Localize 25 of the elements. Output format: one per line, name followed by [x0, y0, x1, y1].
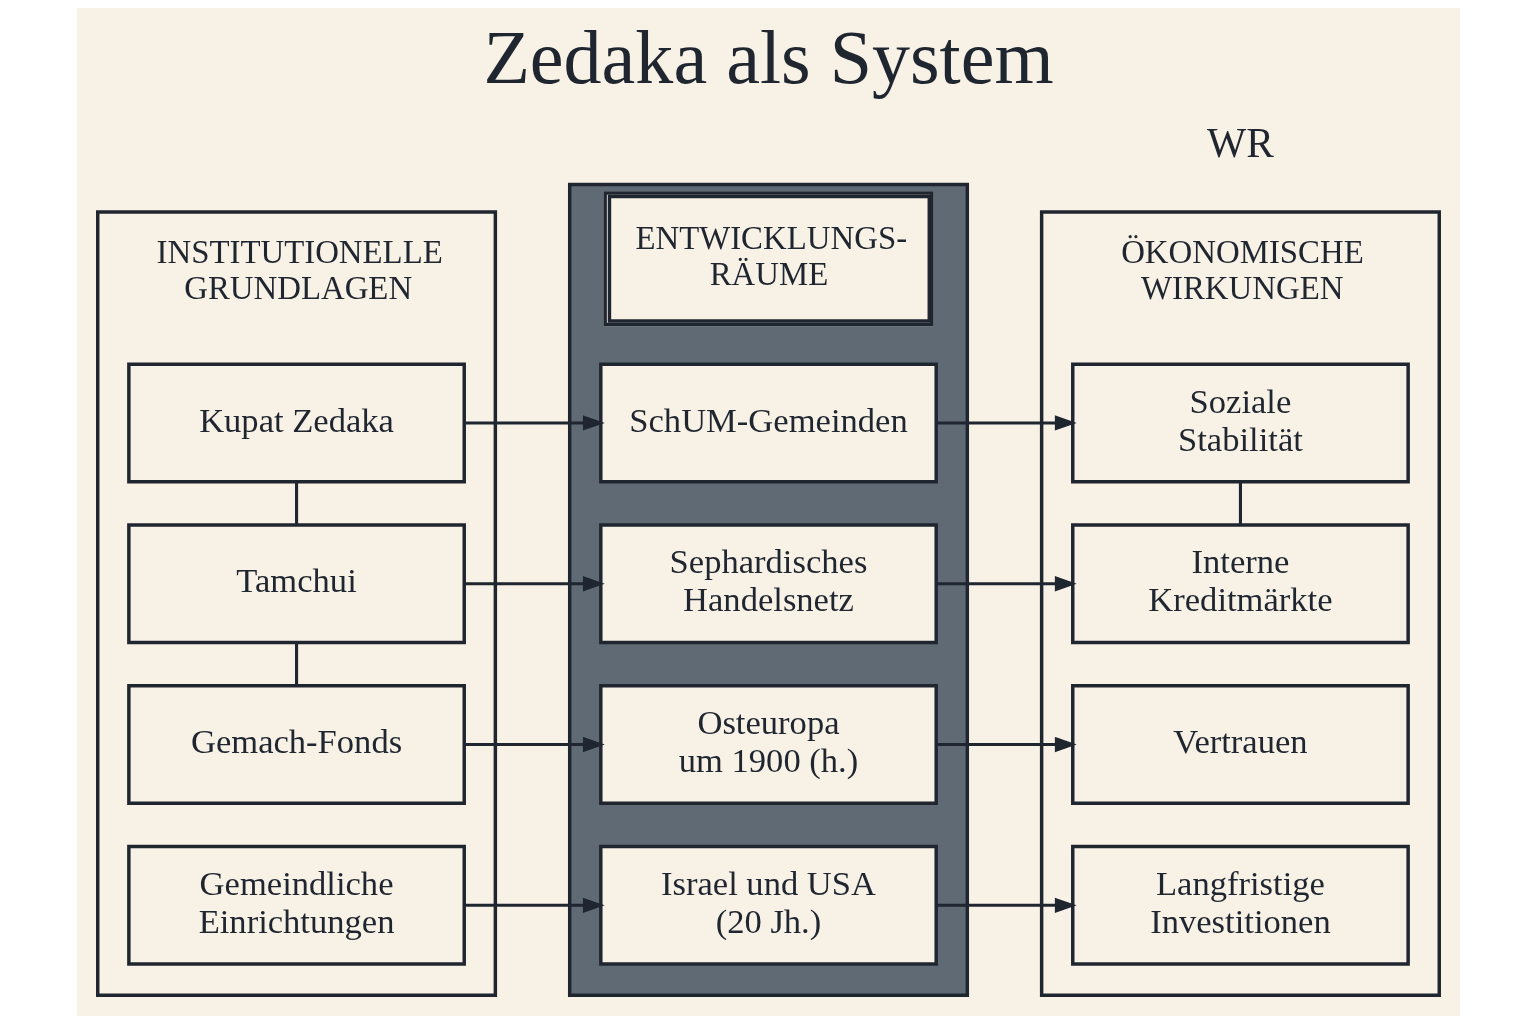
connector	[294, 642, 298, 686]
arrow	[936, 415, 1077, 431]
node-box: SchUM-Gemeinden	[598, 362, 938, 484]
node-box: Osteuropa um 1900 (h.)	[598, 684, 938, 805]
arrow	[936, 576, 1077, 592]
node-box: Israel und USA (20 Jh.)	[598, 844, 938, 966]
node-box: Sephardisches Handelsnetz	[598, 523, 938, 645]
label: WR	[1206, 120, 1274, 167]
node-box: Langfristige Investitionen	[1070, 844, 1410, 966]
node-box: Interne Kreditmärkte	[1070, 523, 1410, 645]
arrow	[464, 897, 605, 913]
arrow	[936, 897, 1077, 913]
connector	[294, 481, 298, 525]
node-box: Kupat Zedaka	[126, 362, 466, 484]
arrow	[464, 736, 605, 753]
arrow	[464, 576, 605, 592]
node-box: Gemach-Fonds	[126, 684, 466, 805]
arrow	[464, 415, 605, 431]
node-box: Soziale Stabilität	[1070, 362, 1410, 484]
node-box: Vertrauen	[1070, 684, 1410, 805]
node-box: Gemeindliche Einrichtungen	[126, 844, 466, 966]
node-box: Tamchui	[126, 523, 466, 645]
connector	[1238, 481, 1242, 525]
arrow	[936, 736, 1077, 753]
diagram-title: Zedaka als System	[482, 14, 1054, 99]
